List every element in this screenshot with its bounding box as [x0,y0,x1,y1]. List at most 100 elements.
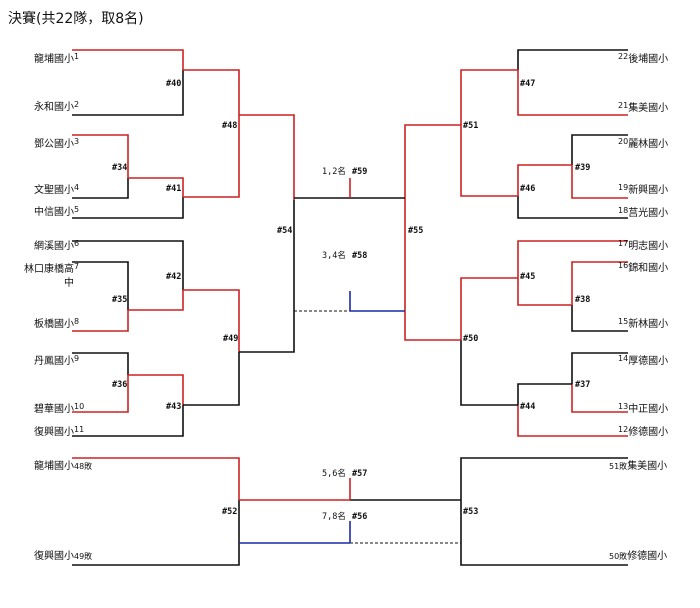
line-team-7 [72,261,129,310]
match-label: #36 [112,380,127,390]
line-39-out [517,164,572,196]
match-label: #40 [166,79,181,89]
match-label: #49 [223,334,238,344]
consolation-label: 50敗修德國小 [609,549,667,562]
team-label: 22後埔國小 [618,52,668,65]
line-team-2 [72,70,184,116]
match-label: #57 [352,469,367,479]
team-label: 18莒光國小 [618,206,668,219]
line-34-out [128,177,184,197]
team-label: 文聖國小4 [34,183,79,196]
line-team-8 [72,310,129,332]
team-label: 20麗林國小 [618,137,668,150]
left-team-labels: 龍埔國小1 永和國小2 鄧公國小3 文聖國小4 中信國小5 網溪國小6 林口康橋… [24,52,84,438]
line-team-22 [517,49,628,70]
line-47-out [460,69,518,125]
bracket-lines [72,49,628,566]
team-label: 永和國小2 [34,100,79,113]
line-team-3 [72,134,129,178]
team-label: 16錦和國小 [618,261,668,274]
line-team-12 [517,405,628,437]
page-title: 決賽(共22隊，取8名) [8,11,144,27]
match-label: #53 [463,507,478,517]
line-43-out [183,352,240,406]
team-label: 碧華國小10 [34,402,84,415]
match-label: #52 [222,507,237,517]
match-label: #47 [520,79,535,89]
line-50-out [404,230,461,341]
line-team-18 [517,196,628,219]
line-team-19 [571,165,628,199]
line-cons-49 [72,500,240,566]
match-label: #35 [112,295,127,305]
line-40-out [183,69,240,115]
team-label: 復興國小11 [34,425,84,438]
line-cons-50 [460,500,628,566]
place-label: 3,4名 [322,250,346,261]
line-46-out [460,125,518,197]
line-team-14 [571,352,628,384]
line-team-5 [72,197,184,219]
team-label-line2: 中 [64,276,74,289]
line-36-out [128,374,184,405]
match-label: #42 [166,272,181,282]
team-label: 中信國小5 [34,205,79,218]
match-label: #41 [166,184,181,194]
place-labels: 1,2名 3,4名 5,6名 7,8名 [322,166,346,522]
line-team-16 [571,261,628,305]
line-team-6 [72,240,184,290]
team-label: 12修德國小 [618,425,668,438]
line-41-out [183,115,240,198]
consolation-label: 龍埔國小48敗 [34,459,92,472]
match-label: #51 [463,121,478,131]
match-label: #58 [352,251,367,261]
right-team-labels: 22後埔國小 21集美國小 20麗林國小 19新興國小 18莒光國小 17明志國… [618,52,668,438]
match-label: #55 [408,226,423,236]
line-team-1 [72,49,184,70]
match-label: #56 [352,512,367,522]
match-label: #38 [575,295,590,305]
line-team-13 [571,384,628,413]
match-label: #44 [520,402,535,412]
match-label: #43 [166,402,181,412]
line-cons-51 [460,457,628,500]
match-label: #45 [520,272,535,282]
place-label: 1,2名 [322,166,346,177]
team-label: 13中正國小 [618,402,668,415]
team-label: 板橋國小8 [34,317,79,330]
line-49-out [239,200,295,353]
line-42-out [183,289,240,352]
line-37-out [517,383,572,405]
consolation-label: 51敗集美國小 [609,459,667,472]
line-44-out [460,340,518,406]
line-team-17 [517,240,628,278]
line-team-11 [72,405,184,437]
line-38-out [517,278,572,306]
team-label: 鄧公國小3 [34,137,79,150]
place-label: 5,6名 [322,468,346,479]
match-label: #50 [463,334,478,344]
team-label: 網溪國小6 [34,239,79,252]
match-label: #39 [575,163,590,173]
line-cons-48 [72,457,240,500]
line-48-out [239,114,295,200]
team-label: 15新林國小 [618,317,668,330]
match-label: #46 [520,184,535,194]
team-label: 龍埔國小1 [34,52,79,65]
team-label: 林口康橋高7 [24,262,79,275]
line-team-10 [72,375,129,413]
team-label: 丹鳳國小9 [34,354,79,367]
match-labels: #40 #34 #41 #48 #42 #35 #36 #43 #49 #54 … [112,79,590,522]
team-label: 19新興國小 [618,183,668,196]
team-label: 17明志國小 [618,239,668,252]
place-label: 7,8名 [322,511,346,522]
team-label: 21集美國小 [618,101,668,114]
match-label: #59 [352,167,367,177]
match-label: #37 [575,380,590,390]
consolation-labels: 龍埔國小48敗 復興國小49敗 51敗集美國小 50敗修德國小 [34,459,667,562]
match-label: #34 [112,163,127,173]
line-35-out [128,290,184,311]
line-team-21 [517,70,628,116]
line-45-out [460,277,518,340]
